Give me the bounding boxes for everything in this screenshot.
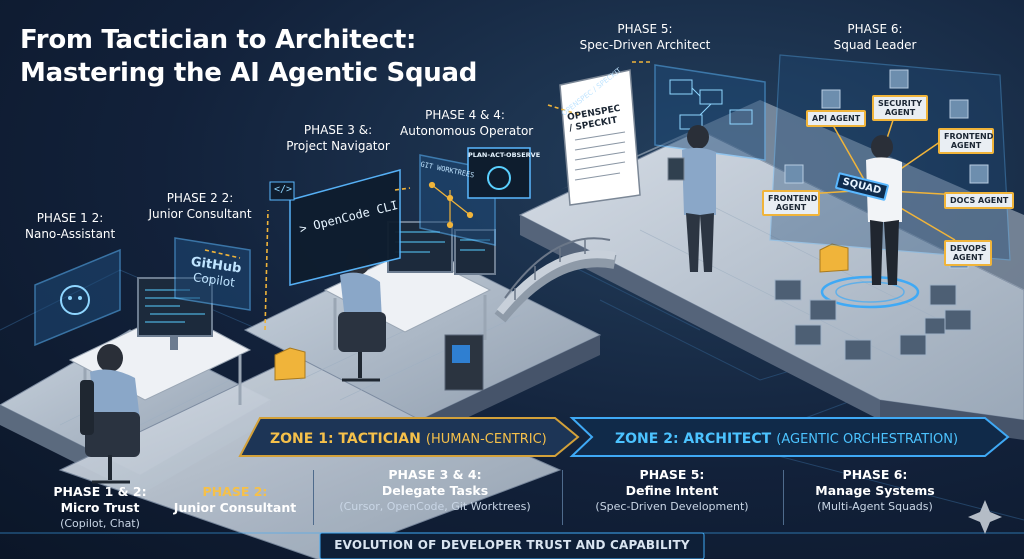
phase-name: Autonomous Operator (400, 124, 534, 138)
scene-label-phase-4: PHASE 4 & 4: Autonomous Operator (400, 107, 534, 139)
divider (783, 470, 784, 525)
summary-title: Micro Trust (60, 500, 140, 515)
docs-agent-tag: DOCS AGENT (944, 192, 1015, 209)
summary-title: Manage Systems (815, 483, 935, 498)
summary-phase: PHASE 5: (639, 467, 705, 482)
phase-number: PHASE 2 2: (166, 191, 234, 205)
devops-agent-tag: DEVOPS AGENT (944, 240, 992, 266)
frontend-agent-top-tag: FRONTEND AGENT (938, 128, 994, 154)
plan-act-observe-label: PLAN-ACT-OBSERVE (468, 151, 541, 159)
summary-title: Delegate Tasks (381, 483, 489, 498)
zone-2-subtitle: (AGENTIC ORCHESTRATION) (776, 432, 959, 447)
zone-1-subtitle: (HUMAN-CENTRIC) (425, 432, 547, 447)
summary-phase: PHASE 6: (842, 467, 908, 482)
summary-phase: PHASE 2: (202, 484, 268, 499)
summary-title: Define Intent (625, 483, 719, 498)
divider (562, 470, 563, 525)
summary-phase-6: PHASE 6: Manage Systems (Multi-Agent Squ… (800, 467, 950, 514)
phase-name: Spec-Driven Architect (579, 38, 711, 52)
phase-number: PHASE 1 2: (36, 211, 104, 225)
security-agent-tag: SECURITY AGENT (872, 95, 928, 121)
title-line-1: From Tactician to Architect: (20, 25, 417, 55)
footer-caption: EVOLUTION OF DEVELOPER TRUST AND CAPABIL… (334, 538, 690, 552)
zone-2-title: ZONE 2: ARCHITECT (615, 431, 772, 447)
phase-name: Squad Leader (833, 38, 917, 52)
summary-title: Junior Consultant (173, 500, 297, 515)
phase-number: PHASE 4 & 4: (425, 108, 505, 122)
summary-detail: (Copilot, Chat) (60, 517, 140, 530)
frontend-agent-left-tag: FRONTEND AGENT (762, 190, 820, 216)
summary-phase-5: PHASE 5: Define Intent (Spec-Driven Deve… (572, 467, 772, 514)
scene-label-phase-1: PHASE 1 2: Nano-Assistant (25, 210, 115, 242)
code-icon: </> (274, 184, 293, 195)
scene-label-phase-5: PHASE 5: Spec-Driven Architect (575, 21, 715, 53)
zone-1-label: ZONE 1: TACTICIAN (HUMAN-CENTRIC) (270, 428, 547, 447)
phase-name: Project Navigator (286, 139, 390, 153)
api-agent-tag: API AGENT (806, 110, 867, 127)
summary-phase-2: PHASE 2: Junior Consultant (170, 484, 300, 516)
summary-phase: PHASE 1 & 2: (53, 484, 147, 499)
scene-label-phase-2: PHASE 2 2: Junior Consultant (140, 190, 260, 222)
page-title: From Tactician to Architect: Mastering t… (20, 24, 477, 90)
summary-detail: (Multi-Agent Squads) (817, 500, 933, 513)
phase-number: PHASE 6: (847, 22, 903, 36)
zone-2-label: ZONE 2: ARCHITECT (AGENTIC ORCHESTRATION… (615, 428, 958, 447)
phase-number: PHASE 5: (617, 22, 673, 36)
divider (313, 470, 314, 525)
scene-label-phase-3: PHASE 3 &: Project Navigator (278, 122, 398, 154)
summary-detail: (Cursor, OpenCode, Git Worktrees) (339, 500, 531, 513)
summary-phase-1-2: PHASE 1 & 2: Micro Trust (Copilot, Chat) (40, 484, 160, 531)
title-line-2: Mastering the AI Agentic Squad (20, 58, 478, 88)
summary-phase-3-4: PHASE 3 & 4: Delegate Tasks (Cursor, Ope… (320, 467, 550, 514)
phase-name: Junior Consultant (148, 207, 252, 221)
scene-label-phase-6: PHASE 6: Squad Leader (820, 21, 930, 53)
zone-1-title: ZONE 1: TACTICIAN (270, 431, 421, 447)
phase-number: PHASE 3 &: (303, 123, 373, 137)
summary-phase: PHASE 3 & 4: (388, 467, 482, 482)
summary-detail: (Spec-Driven Development) (595, 500, 749, 513)
phase-name: Nano-Assistant (25, 227, 116, 241)
